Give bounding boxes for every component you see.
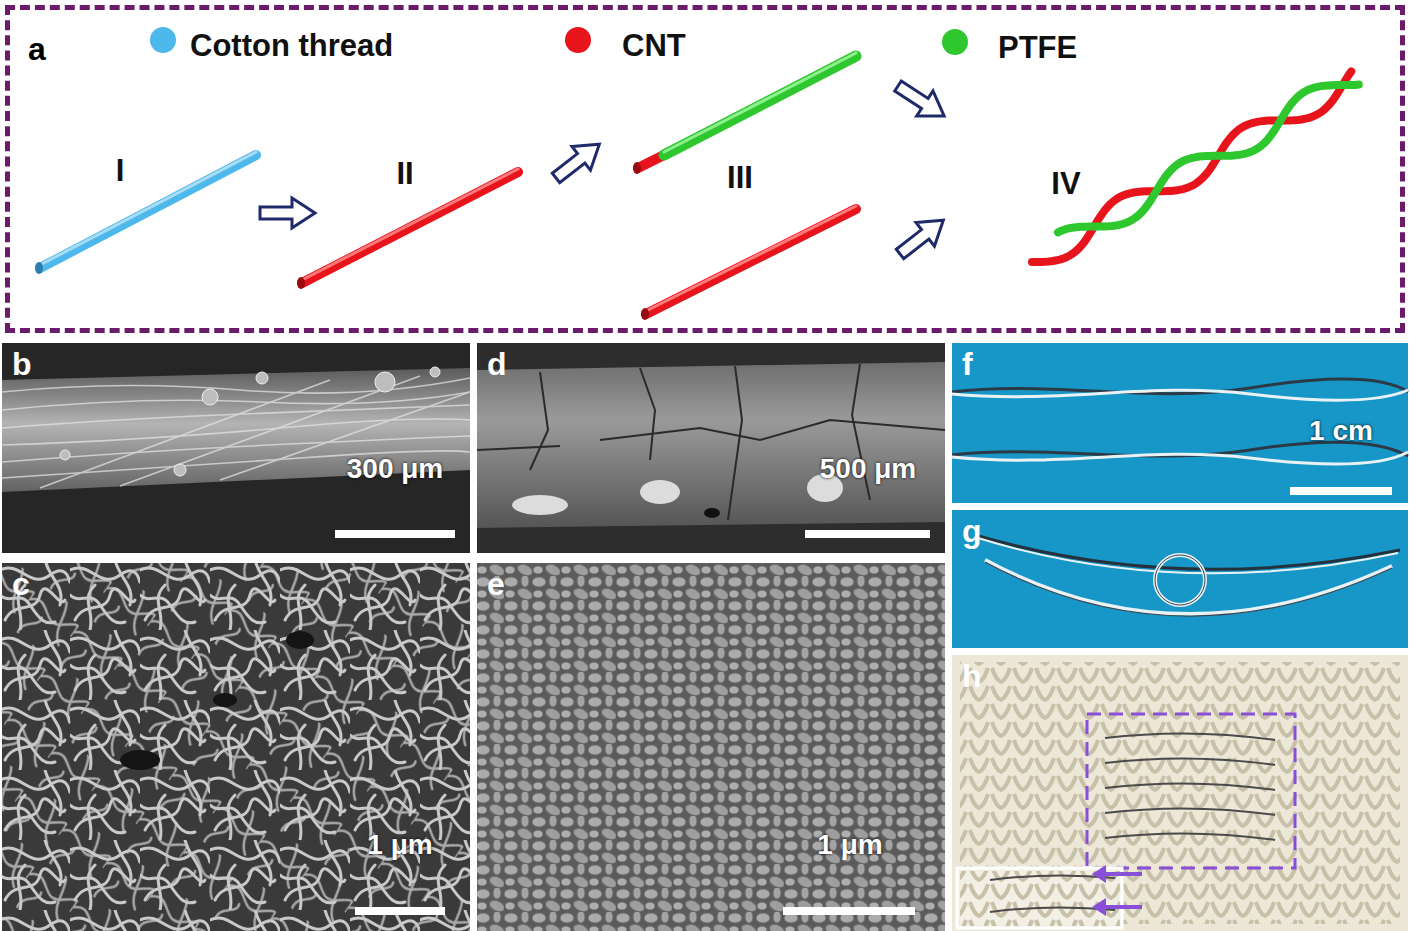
panel-letter: f (962, 347, 973, 382)
image-panel: b 300 μm (2, 343, 470, 553)
step-number: III (727, 161, 753, 195)
legend-label: CNT (622, 29, 686, 63)
scale-bar-label: 1 μm (367, 830, 432, 861)
panel-letter: e (487, 567, 505, 602)
sem-yarn (2, 343, 470, 553)
twisted-yarn (1032, 71, 1359, 262)
panel-letter: b (12, 347, 32, 382)
panel-letter: d (487, 347, 507, 382)
image-panel: h (952, 655, 1408, 931)
process-arrow (547, 132, 609, 190)
image-panel: c 1 μm (2, 563, 470, 931)
scale-bar-label: 1 cm (1309, 416, 1373, 447)
panel-letter: h (962, 659, 982, 694)
scale-bar-label: 1 μm (817, 830, 882, 861)
scale-bar-label: 500 μm (820, 454, 917, 485)
sem-coated-yarn (477, 343, 945, 553)
sem-ptfe-particles (477, 563, 945, 931)
rod-iii-coated (633, 53, 856, 174)
legend-label: PTFE (998, 31, 1077, 65)
process-arrow (260, 198, 315, 228)
step-number: IV (1051, 167, 1080, 201)
panel-letter: g (962, 514, 982, 549)
process-arrow (891, 208, 953, 266)
legend-label: Cotton thread (190, 29, 393, 63)
scale-bar-label: 300 μm (347, 454, 444, 485)
legend-swatch (565, 27, 591, 53)
process-arrow (890, 73, 952, 128)
image-panel: g (952, 510, 1408, 648)
photo-knitted-fabric (952, 655, 1408, 931)
panel-letter: c (12, 567, 30, 602)
photo-threads (952, 343, 1408, 503)
sem-cnt-network (2, 563, 470, 931)
photo-bent-threads (952, 510, 1408, 648)
step-number: I (116, 154, 125, 188)
legend-swatch (942, 29, 968, 55)
image-panel: f 1 cm (952, 343, 1408, 503)
step-number: II (396, 157, 413, 191)
legend-swatch (150, 27, 176, 53)
rod-i (35, 152, 256, 274)
image-panel: d 500 μm (477, 343, 945, 553)
image-panel: e 1 μm (477, 563, 945, 931)
rod-iii-bare (641, 206, 856, 320)
panel-letter: a (28, 32, 46, 67)
